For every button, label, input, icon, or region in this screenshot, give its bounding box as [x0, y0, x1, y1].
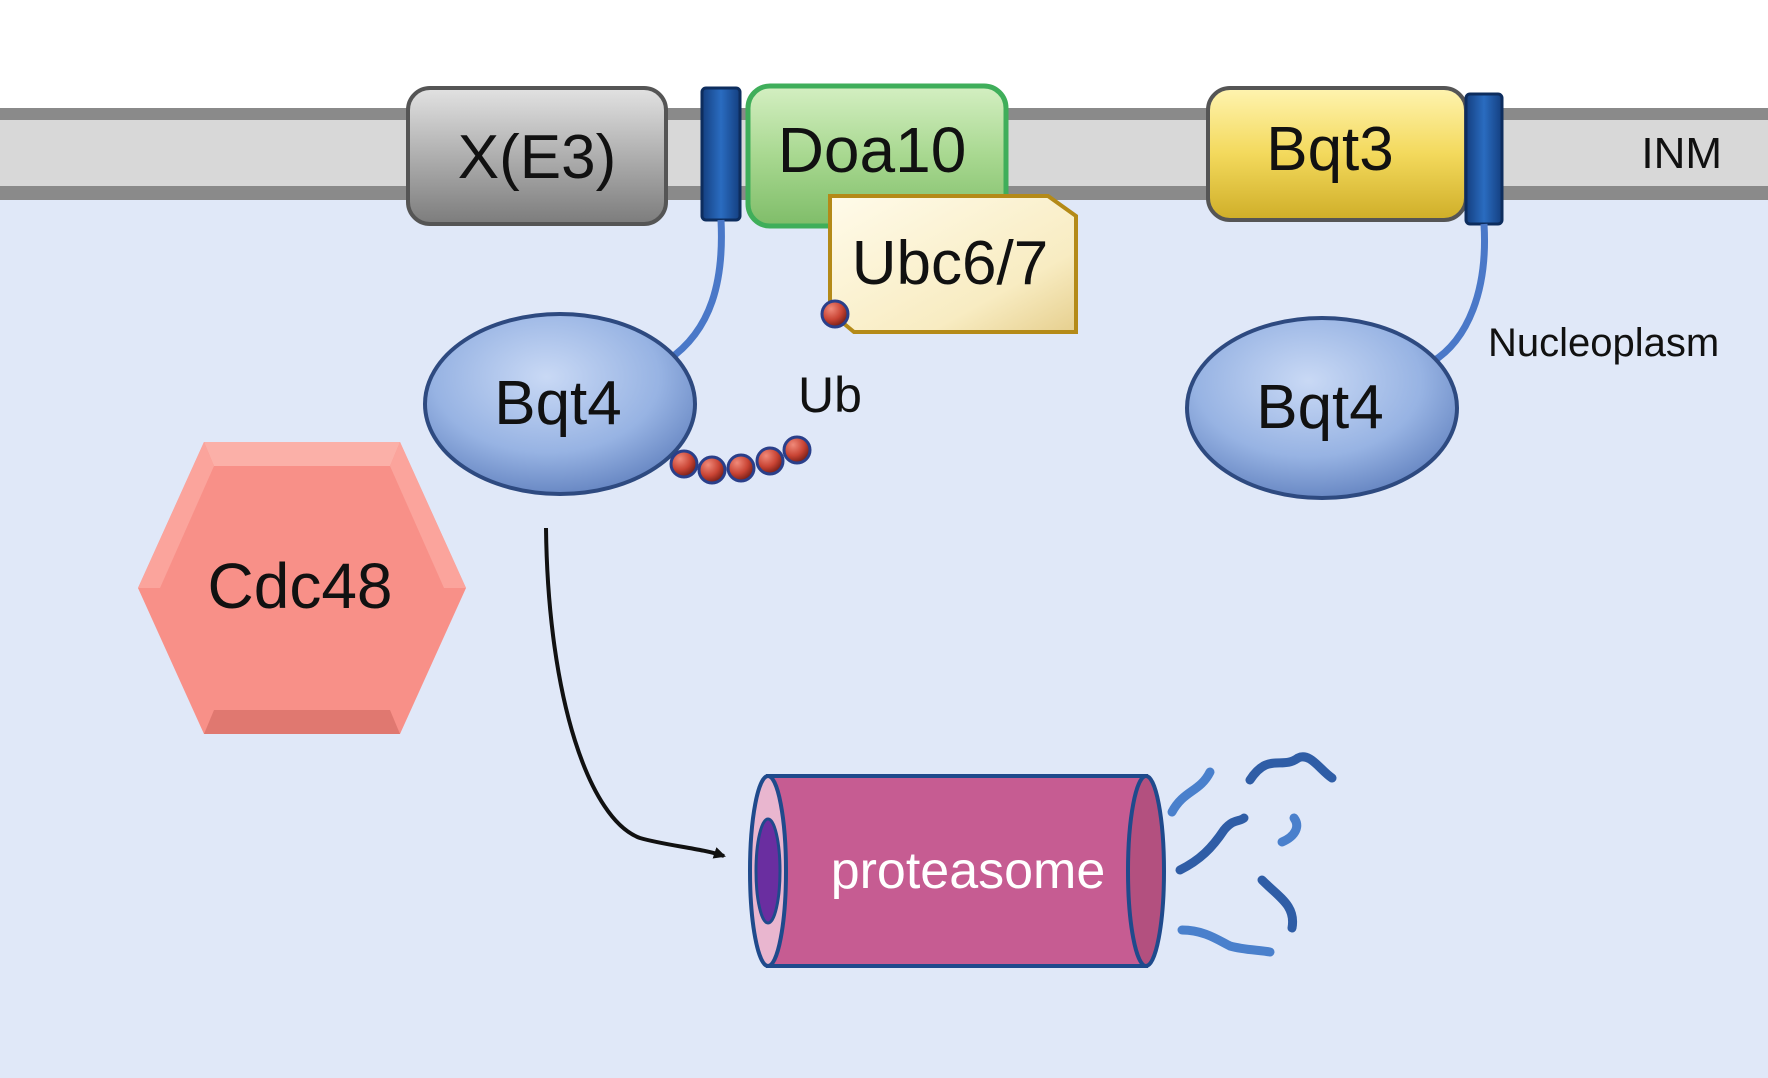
doa10-protein: Doa10	[745, 83, 1009, 229]
ub-bead	[669, 449, 699, 479]
ub-bead	[697, 455, 727, 485]
ub-bead	[755, 446, 785, 476]
polyubiquitin-chain	[669, 435, 812, 485]
ub-bead	[726, 453, 756, 483]
bqt3-label: Bqt3	[1266, 115, 1394, 184]
bqt4-right-tether	[1430, 223, 1488, 365]
ubc-ubiquitin-bead	[820, 299, 850, 329]
ub-label: Ub	[798, 367, 862, 423]
peptide-fragments	[1167, 752, 1337, 957]
doa10-label: Doa10	[778, 114, 967, 186]
proteasome: proteasome	[748, 774, 1166, 968]
ubc-label: Ubc6/7	[852, 229, 1048, 298]
ubc-protein: Ubc6/7	[828, 194, 1078, 334]
bqt4-right-protein: Bqt4	[1185, 316, 1459, 500]
bqt4-left-tether	[666, 219, 725, 363]
ub-bead	[782, 435, 812, 465]
bqt4-left-anchor	[700, 86, 742, 222]
nucleoplasm-label: Nucleoplasm	[1488, 321, 1719, 365]
x-e3-label: X(E3)	[458, 123, 616, 192]
bqt4-left-protein: Bqt4	[423, 312, 697, 496]
bqt4-right-anchor	[1464, 92, 1504, 226]
cdc48-label: Cdc48	[208, 550, 393, 622]
x-e3-protein: X(E3)	[406, 86, 668, 226]
inm-label: INM	[1641, 129, 1722, 178]
bqt3-protein: Bqt3	[1206, 86, 1468, 222]
proteasome-label: proteasome	[831, 842, 1106, 900]
degradation-arrow	[544, 527, 726, 859]
cdc48-protein: Cdc48	[138, 442, 466, 734]
bqt4-right-label: Bqt4	[1256, 373, 1384, 442]
bqt4-left-label: Bqt4	[494, 369, 622, 438]
